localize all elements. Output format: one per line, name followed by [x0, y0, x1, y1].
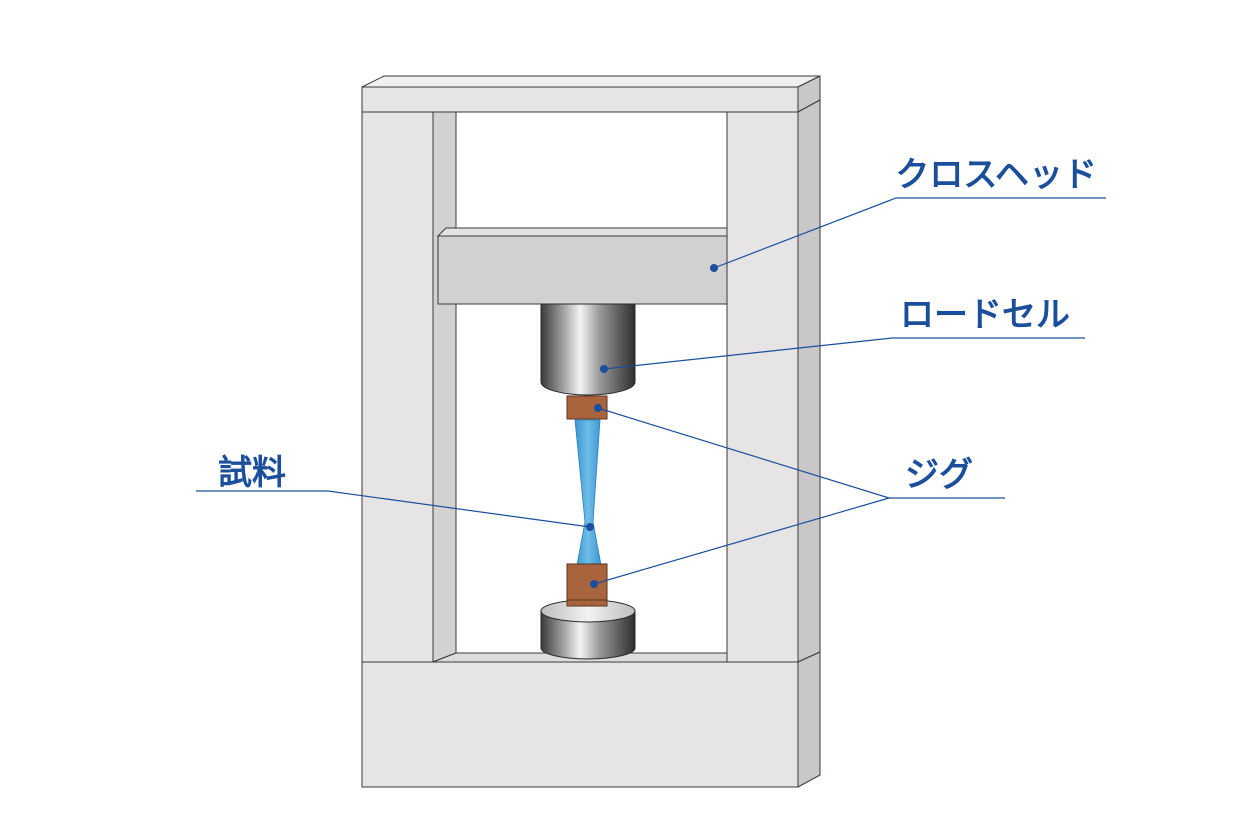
specimen-leader	[196, 490, 591, 528]
crosshead-leader	[713, 197, 1106, 269]
specimen-dot	[586, 523, 594, 531]
upper-jig	[566, 395, 608, 420]
crosshead-dot	[710, 264, 718, 272]
jig-leader-lower	[593, 497, 890, 585]
lower-jig-dot	[590, 580, 598, 588]
right-column-right-face	[797, 99, 821, 663]
base-right-face	[797, 651, 821, 788]
load-cell-dot	[600, 365, 608, 373]
crosshead-top-face	[436, 227, 728, 237]
jig-label: ジグ	[905, 455, 973, 495]
crosshead-label: クロスヘッド	[895, 155, 1097, 195]
lower-jig	[566, 563, 608, 607]
load-cell	[540, 303, 636, 396]
top-beam-front	[361, 86, 799, 113]
base	[361, 661, 799, 788]
crosshead-front	[437, 235, 728, 305]
leader-dots	[586, 264, 718, 588]
upper-jig-dot	[594, 404, 602, 412]
right-column	[726, 111, 799, 663]
machine-frame	[361, 75, 821, 788]
leader-lines	[196, 197, 1106, 585]
load-cell-label: ロードセル	[900, 295, 1070, 335]
specimen	[574, 419, 602, 566]
top-beam-top-face	[361, 75, 821, 88]
load-cell-leader	[603, 337, 1085, 370]
left-column-inner-face	[432, 111, 457, 663]
specimen-label: 試料	[218, 453, 286, 493]
crosshead	[436, 227, 728, 305]
lower-grip-cylinder	[540, 599, 636, 660]
left-column	[361, 111, 434, 663]
